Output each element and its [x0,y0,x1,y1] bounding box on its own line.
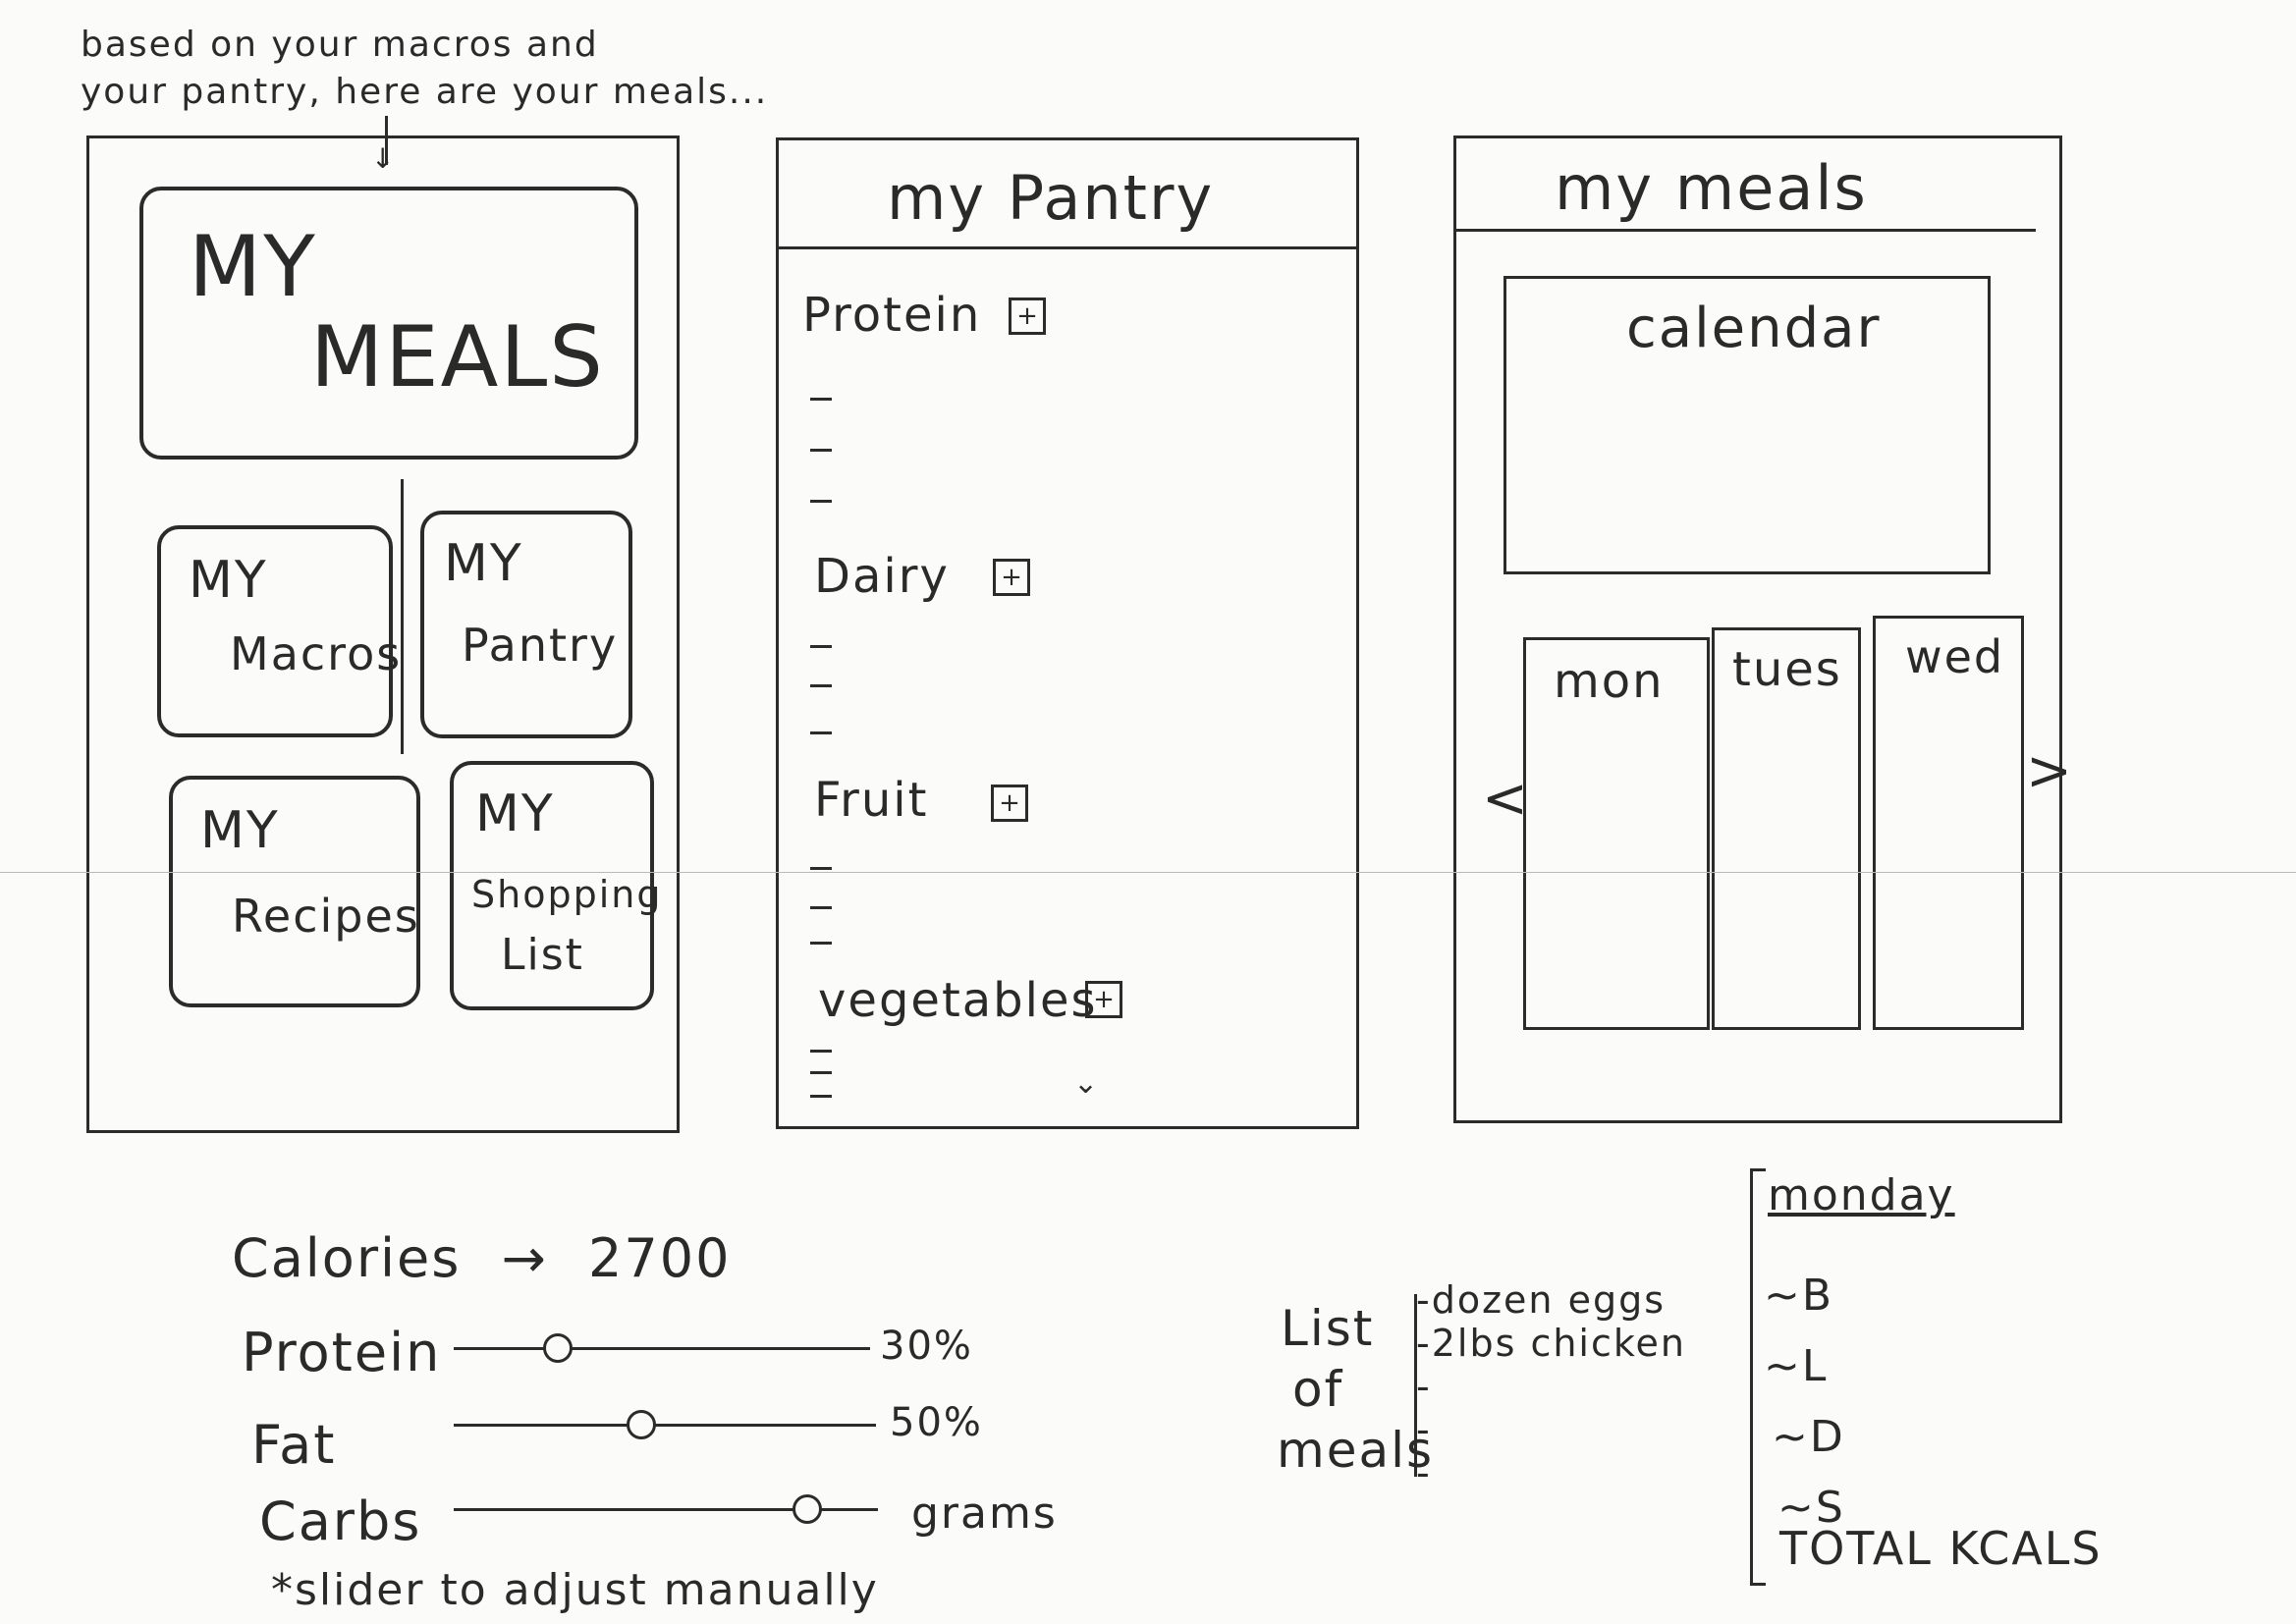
my-meals-line-2: MEALS [310,308,605,406]
list-label-line-3: meals [1277,1422,1435,1479]
nav-arrow-vertical [401,479,404,754]
fat-slider-value: 50% [890,1400,983,1445]
protein-slider-value: 30% [880,1324,973,1369]
day-column-mon[interactable]: mon [1523,637,1710,1030]
calories-label: Calories [232,1227,462,1289]
annotation-line-1: based on your macros and [81,25,599,65]
day-detail-items: ~B ~L ~D ~S [1764,1261,1845,1543]
carbs-slider-label: Carbs [259,1490,422,1552]
next-day-arrow-icon[interactable]: > [2026,739,2074,803]
pantry-dairy-item [810,684,832,687]
pantry-header-divider [779,246,1356,249]
add-fruit-button[interactable]: + [991,785,1028,822]
day-column-wed[interactable]: wed [1873,616,2024,1030]
meals-screen: my meals calendar < > mon tues wed [1453,135,2072,1123]
fat-slider-track[interactable] [454,1424,876,1427]
meals-header-divider [1456,229,2036,232]
prev-day-arrow-icon[interactable]: < [1482,767,1530,831]
day-column-tues[interactable]: tues [1712,627,1861,1030]
day-detail-dinner: ~D [1772,1412,1845,1462]
annotation-text: based on your macros and your pantry, he… [81,22,768,116]
paper-fold-line [0,872,2296,873]
day-detail-bracket [1750,1168,1753,1585]
pantry-fruit-item [810,906,832,909]
pantry-section-vegetables: vegetables [818,973,1098,1028]
day-detail-snack: ~S [1777,1483,1845,1533]
day-detail-bracket-top [1750,1168,1766,1171]
fat-slider-knob[interactable] [626,1410,656,1439]
pantry-section-dairy: Dairy [814,549,950,604]
pantry-vegetables-item [810,1050,832,1053]
calendar-label: calendar [1626,297,1882,360]
carbs-slider-knob[interactable] [793,1494,823,1524]
scroll-down-chevron-icon[interactable]: ⌄ [1073,1066,1099,1101]
my-macros-line-1: MY [189,551,268,610]
day-detail-total: TOTAL KCALS [1779,1522,2103,1575]
carbs-slider-value: grams [911,1489,1058,1539]
fat-slider-label: Fat [251,1414,337,1476]
pantry-fruit-item [810,942,832,945]
list-item: -dozen eggs [1416,1278,1666,1322]
pantry-vegetables-item [810,1071,832,1074]
calories-value: 2700 [588,1227,732,1289]
my-recipes-card[interactable]: MY Recipes [169,776,420,1007]
my-macros-card[interactable]: MY Macros [157,525,400,737]
my-shopping-list-line-1: MY [475,785,555,843]
my-pantry-line-2: Pantry [462,619,619,672]
calendar-widget[interactable]: calendar [1503,276,1991,574]
pantry-title: my Pantry [887,162,1215,234]
my-shopping-list-line-3: List [501,930,584,980]
pantry-protein-item [810,398,832,401]
day-detail-breakfast: ~B [1764,1271,1834,1321]
my-meals-card[interactable]: MY MEALS [139,187,638,460]
my-recipes-line-2: Recipes [232,890,420,943]
meals-title: my meals [1555,152,1868,224]
list-item: - [1416,1451,1432,1494]
add-protein-button[interactable]: + [1009,298,1046,335]
home-screen [86,135,680,1133]
list-item: - [1416,1365,1432,1408]
pantry-vegetables-item [810,1095,832,1098]
annotation-arrow-head: ↓ [371,142,395,175]
pantry-protein-item [810,500,832,503]
list-of-meals-label: List of meals [1277,1298,1434,1481]
calories-row: Calories → 2700 [232,1227,731,1289]
protein-slider-knob[interactable] [543,1333,573,1363]
add-dairy-button[interactable]: + [993,559,1030,596]
my-meals-line-1: MY [189,218,317,316]
pantry-section-fruit: Fruit [814,773,929,828]
protein-slider-track[interactable] [454,1347,870,1350]
pantry-dairy-item [810,645,832,648]
day-label-tues: tues [1732,642,1842,697]
day-detail-title: monday [1768,1170,1955,1220]
my-pantry-line-1: MY [444,534,523,593]
list-label-line-1: List [1281,1300,1375,1357]
day-label-wed: wed [1905,630,2005,683]
pantry-protein-item [810,449,832,452]
carbs-slider-track[interactable] [454,1508,878,1511]
annotation-arrow [385,116,388,165]
my-pantry-card[interactable]: MY Pantry [420,511,632,738]
my-macros-line-2: Macros [230,627,403,680]
day-label-mon: mon [1554,654,1665,709]
protein-slider-label: Protein [242,1322,442,1383]
calories-arrow-icon: → [501,1227,548,1289]
my-recipes-line-1: MY [200,801,280,860]
list-items: -dozen eggs -2lbs chicken - - - [1416,1278,1686,1494]
day-detail-bracket-bottom [1750,1583,1766,1586]
list-item: -2lbs chicken [1416,1322,1686,1365]
annotation-line-2: your pantry, here are your meals... [81,72,769,112]
pantry-fruit-item [810,867,832,870]
my-shopping-list-card[interactable]: MY Shopping List [450,761,660,1010]
list-bracket [1414,1294,1417,1477]
slider-note: *slider to adjust manually [271,1565,879,1615]
pantry-section-protein: Protein [802,288,982,343]
my-shopping-list-line-2: Shopping [471,873,663,916]
list-item: - [1416,1408,1432,1451]
list-label-line-2: of [1292,1361,1344,1418]
add-vegetables-button[interactable]: + [1085,981,1122,1018]
day-detail-lunch: ~L [1764,1341,1829,1391]
pantry-screen: my Pantry Protein + Dairy + Fruit + vege… [776,137,1359,1129]
pantry-dairy-item [810,731,832,734]
